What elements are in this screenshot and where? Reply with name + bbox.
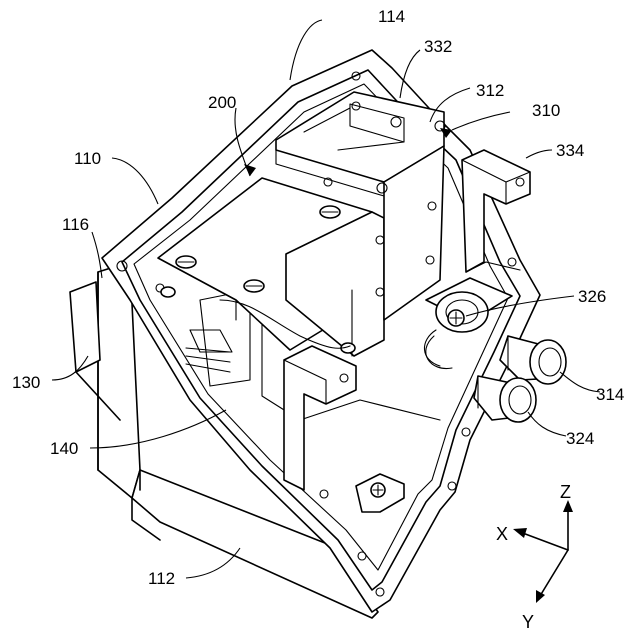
- screw: [244, 280, 264, 292]
- label-110: 110: [74, 149, 101, 168]
- label-200: 200: [208, 93, 236, 112]
- label-140: 140: [50, 439, 78, 458]
- label-332: 332: [424, 37, 452, 56]
- label-112: 112: [148, 569, 175, 588]
- label-130: 130: [12, 373, 40, 392]
- label-334: 334: [556, 141, 584, 160]
- axis-label-y: Y: [522, 612, 534, 632]
- gland-314: [500, 336, 566, 384]
- label-326: 326: [578, 287, 606, 306]
- screw: [161, 287, 175, 297]
- coordinate-axes: Z X Y: [496, 482, 573, 632]
- screw: [320, 206, 340, 218]
- label-114: 114: [378, 7, 405, 26]
- label-310: 310: [532, 101, 560, 120]
- axis-label-x: X: [496, 524, 508, 544]
- label-324: 324: [566, 429, 594, 448]
- screw: [176, 256, 196, 268]
- label-116: 116: [62, 215, 89, 234]
- axis-label-z: Z: [560, 482, 571, 502]
- label-312: 312: [476, 81, 504, 100]
- label-314: 314: [596, 385, 624, 404]
